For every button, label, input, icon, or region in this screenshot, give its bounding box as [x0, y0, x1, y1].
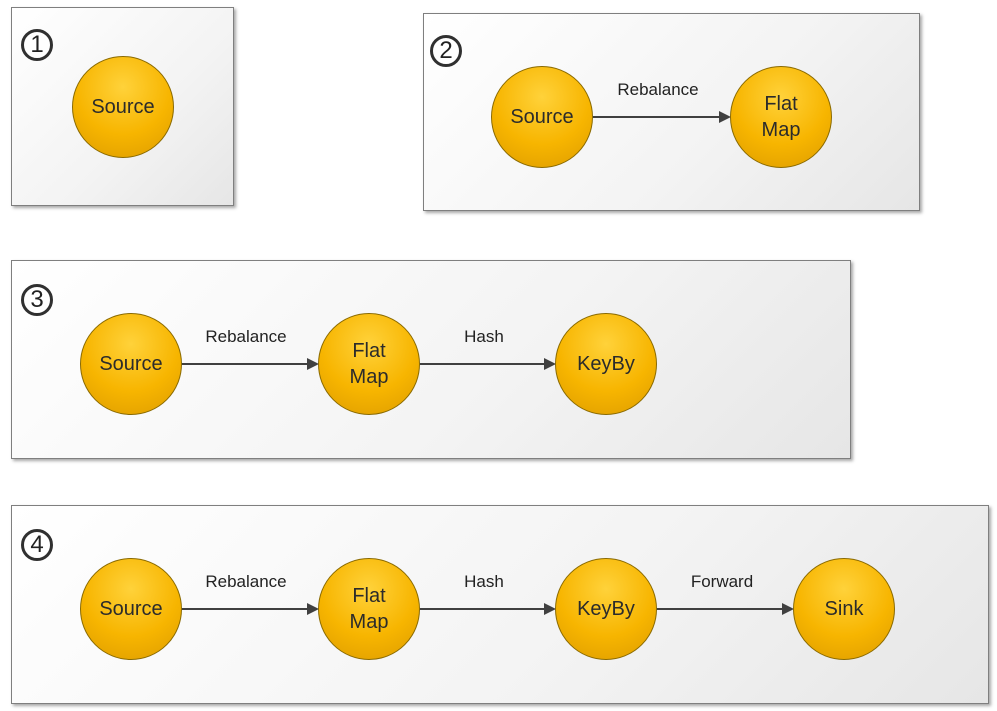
edge-line: [657, 608, 784, 610]
node-sink: Sink: [793, 558, 895, 660]
edge-label: Rebalance: [205, 327, 287, 346]
panel-3: 3 Source Rebalance Flat Map Hash KeyBy: [11, 260, 851, 459]
node-source: Source: [80, 313, 182, 415]
edge-forward: [657, 601, 794, 617]
edge-line: [593, 116, 721, 118]
node-source: Source: [72, 56, 174, 158]
node-source: Source: [491, 66, 593, 168]
edge-label: Forward: [690, 572, 754, 591]
edge-label: Rebalance: [617, 80, 699, 99]
arrow-head-icon: [544, 358, 556, 370]
arrow-head-icon: [719, 111, 731, 123]
step-badge: 3: [21, 284, 53, 316]
node-source: Source: [80, 558, 182, 660]
node-flat-map: Flat Map: [318, 558, 420, 660]
edge-hash: [420, 356, 556, 372]
arrow-head-icon: [307, 603, 319, 615]
node-keyby: KeyBy: [555, 313, 657, 415]
edge-label: Hash: [464, 572, 504, 591]
edge-label: Hash: [464, 327, 504, 346]
arrow-head-icon: [782, 603, 794, 615]
edge-line: [182, 608, 309, 610]
edge-line: [420, 363, 546, 365]
node-keyby: KeyBy: [555, 558, 657, 660]
edge-rebalance: [593, 109, 731, 125]
edge-label: Rebalance: [205, 572, 287, 591]
node-flat-map: Flat Map: [318, 313, 420, 415]
panel-1: 1 Source: [11, 7, 234, 206]
arrow-head-icon: [544, 603, 556, 615]
step-badge: 1: [21, 29, 53, 61]
edge-line: [420, 608, 546, 610]
node-flat-map: Flat Map: [730, 66, 832, 168]
edge-line: [182, 363, 309, 365]
arrow-head-icon: [307, 358, 319, 370]
edge-rebalance: [182, 356, 319, 372]
edge-hash: [420, 601, 556, 617]
panel-4: 4 Source Rebalance Flat Map Hash KeyBy F…: [11, 505, 989, 704]
step-badge: 2: [430, 35, 462, 67]
panel-2: 2 Source Rebalance Flat Map: [423, 13, 920, 211]
step-badge: 4: [21, 529, 53, 561]
edge-rebalance: [182, 601, 319, 617]
